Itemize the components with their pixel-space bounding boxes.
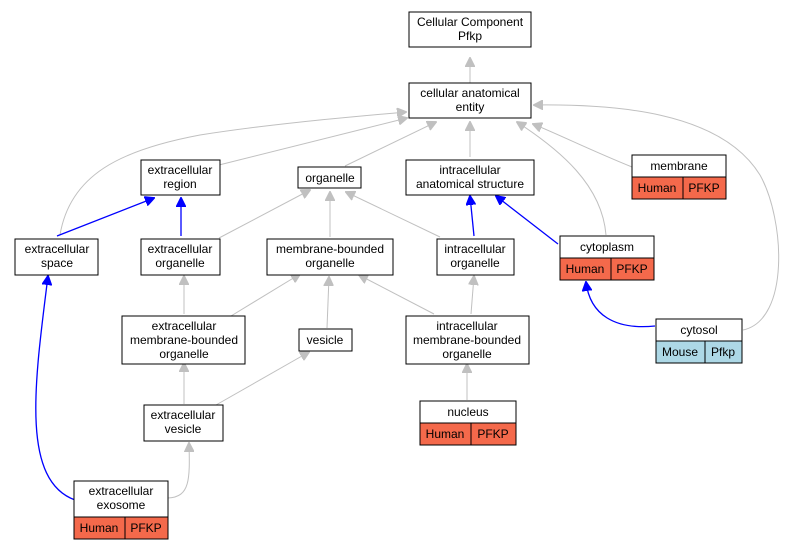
node-label: organelle	[159, 347, 209, 361]
node-label: Cellular Component	[417, 15, 524, 29]
gene-tag	[682, 176, 727, 200]
edge-icmbo-to-mbo	[359, 275, 435, 315]
node-extracellular-membrane-bounded-organelle[interactable]: extracellular membrane-bounded organelle	[121, 315, 246, 365]
node-label: nucleus	[447, 405, 488, 419]
edge-cyt-to-cyp	[586, 282, 656, 328]
gene-tag	[610, 257, 655, 281]
node-label: organelle	[305, 171, 355, 185]
node-label: membrane	[650, 159, 708, 173]
node-organelle[interactable]: organelle	[297, 166, 362, 189]
node-label: exosome	[97, 498, 146, 512]
node-cytosol[interactable]: cytosol Mouse Pfkp	[655, 318, 743, 364]
node-label: cytosol	[680, 323, 717, 337]
node-label: extracellular	[25, 242, 90, 256]
node-label: intracellular	[436, 319, 497, 333]
node-label: organelle	[305, 256, 355, 270]
node-extracellular-vesicle[interactable]: extracellular vesicle	[143, 404, 224, 442]
species-label: Mouse	[662, 345, 698, 359]
species-label: Human	[638, 181, 677, 195]
node-label: extracellular	[148, 163, 213, 177]
gene-tag	[124, 516, 169, 540]
node-membrane-bounded-organelle[interactable]: membrane-bounded organelle	[266, 238, 394, 276]
node-label: membrane-bounded	[276, 242, 384, 256]
node-label: vesicle	[307, 333, 344, 347]
node-intracellular-organelle[interactable]: intracellular organelle	[436, 238, 515, 276]
edge-ecr-to-cae	[218, 118, 407, 166]
node-label: extracellular	[152, 319, 217, 333]
node-label: intracellular	[439, 163, 500, 177]
node-label: vesicle	[165, 422, 202, 436]
edge-ecs-to-cae	[59, 112, 406, 236]
node-label: organelle	[442, 347, 492, 361]
edge-cyp-to-ias	[496, 196, 559, 245]
gene-tag	[470, 422, 517, 446]
nodes: Cellular Component Pfkp cellular anatomi…	[14, 11, 743, 540]
node-label: membrane-bounded	[413, 333, 521, 347]
node-label: cytoplasm	[580, 240, 634, 254]
node-extracellular-space[interactable]: extracellular space	[14, 238, 99, 276]
node-label: cellular anatomical	[420, 86, 519, 100]
species-label: Human	[566, 262, 605, 276]
node-label: entity	[456, 100, 485, 114]
node-nucleus[interactable]: nucleus Human PFKP	[419, 400, 517, 446]
node-extracellular-exosome[interactable]: extracellular exosome Human PFKP	[73, 480, 169, 540]
edge-ecs-to-ecr	[56, 198, 154, 237]
node-label: extracellular	[89, 484, 154, 498]
edges	[35, 58, 780, 501]
node-cellular-component[interactable]: Cellular Component Pfkp	[408, 11, 532, 48]
node-vesicle[interactable]: vesicle	[298, 328, 353, 352]
node-label: organelle	[155, 256, 205, 270]
node-extracellular-region[interactable]: extracellular region	[140, 159, 221, 196]
edge-ecmbo-to-mbo	[230, 274, 300, 317]
node-cellular-anatomical-entity[interactable]: cellular anatomical entity	[408, 82, 532, 119]
node-label: intracellular	[444, 242, 505, 256]
node-label: anatomical structure	[416, 177, 524, 191]
gene-label: PFKP	[688, 181, 719, 195]
gene-label: PFKP	[616, 262, 647, 276]
node-label: space	[41, 256, 73, 270]
node-label: Pfkp	[458, 29, 482, 43]
edge-exo-to-ecv	[167, 443, 189, 499]
gene-label: PFKP	[130, 521, 161, 535]
edge-exo-to-ecs	[35, 276, 76, 501]
edge-org-to-cae	[344, 122, 436, 167]
edge-mem-to-cae	[533, 124, 633, 168]
species-label: Human	[80, 521, 119, 535]
gene-tag	[704, 340, 743, 364]
node-membrane[interactable]: membrane Human PFKP	[631, 154, 727, 200]
gene-label: PFKP	[477, 427, 508, 441]
node-label: extracellular	[148, 242, 213, 256]
gene-label: Pfkp	[711, 345, 735, 359]
edge-ico-to-org	[346, 192, 441, 238]
edge-ico-to-ias	[470, 196, 474, 237]
node-extracellular-organelle[interactable]: extracellular organelle	[140, 238, 221, 276]
node-intracellular-membrane-bounded-organelle[interactable]: intracellular membrane-bounded organelle	[405, 315, 530, 365]
node-cytoplasm[interactable]: cytoplasm Human PFKP	[559, 235, 655, 281]
node-label: organelle	[450, 256, 500, 270]
species-label: Human	[426, 427, 465, 441]
edge-eco-to-org	[218, 190, 310, 239]
node-label: membrane-bounded	[130, 333, 238, 347]
node-label: region	[163, 177, 196, 191]
edge-ecv-to-ves	[215, 352, 309, 406]
edge-ves-to-mbo	[327, 277, 329, 329]
node-label: extracellular	[151, 408, 216, 422]
edge-icmbo-to-ico	[471, 276, 474, 315]
node-intracellular-anatomical-structure[interactable]: intracellular anatomical structure	[405, 159, 535, 196]
edge-cyt-to-cae	[534, 105, 780, 331]
